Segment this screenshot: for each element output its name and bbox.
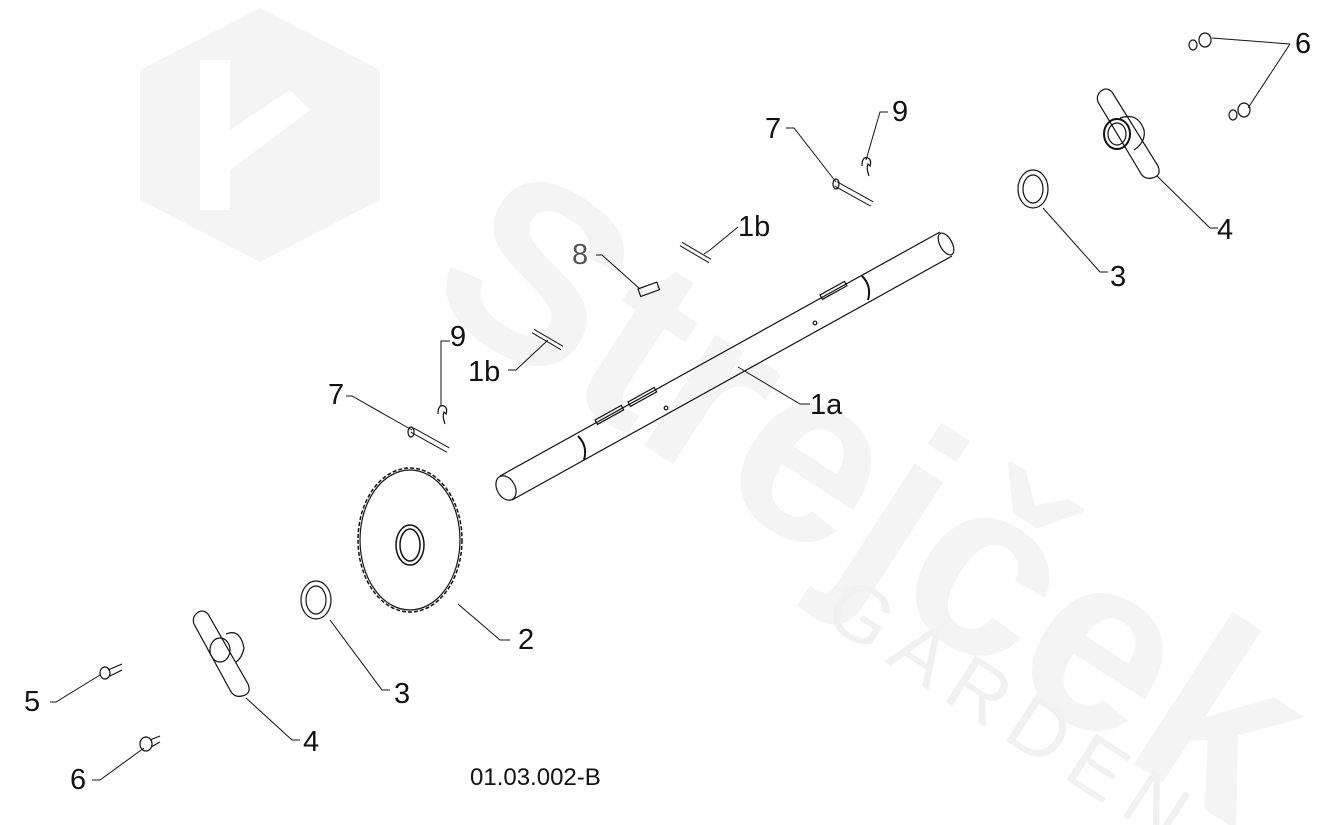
callout-1b-top: 1b — [738, 211, 771, 243]
pin-1b-top — [679, 241, 712, 264]
callout-6-right: 6 — [1295, 28, 1312, 60]
bolt-6-right-bottom — [1228, 102, 1251, 121]
sprocket-2 — [357, 467, 463, 613]
callout-7-right: 7 — [765, 113, 782, 145]
callout-3-right: 3 — [1110, 261, 1127, 293]
leader-lines — [50, 37, 1291, 781]
callout-7-left: 7 — [328, 379, 345, 411]
key-8 — [637, 281, 661, 298]
callout-3-left: 3 — [394, 678, 411, 710]
callout-8: 8 — [572, 239, 589, 271]
hair-clip-9-left — [437, 405, 448, 425]
callout-1a: 1a — [810, 389, 843, 421]
callout-2: 2 — [518, 624, 535, 656]
clevis-pin-7-left — [407, 426, 450, 453]
flange-bearing-4-left — [192, 610, 250, 697]
callout-4-right: 4 — [1217, 214, 1234, 246]
callout-5: 5 — [24, 686, 41, 718]
washer-3-left — [300, 580, 332, 620]
bolt-6-right-top — [1188, 32, 1212, 51]
bolt-6-left — [139, 735, 161, 752]
callout-9-left: 9 — [450, 321, 467, 353]
washer-3-right — [1017, 169, 1049, 209]
callout-1b-left: 1b — [468, 356, 501, 388]
callout-4-left: 4 — [303, 726, 320, 758]
pin-1b-left — [531, 328, 564, 351]
flange-bearing-4-right — [1096, 88, 1160, 179]
bolt-5 — [99, 663, 123, 680]
callout-6-left: 6 — [70, 764, 87, 796]
hair-clip-9-right — [861, 157, 872, 177]
clevis-pin-7-right — [832, 178, 874, 207]
callout-9-right: 9 — [892, 96, 909, 128]
shaft-1a — [495, 231, 955, 501]
drawing-code: 01.03.002-B — [470, 764, 601, 791]
